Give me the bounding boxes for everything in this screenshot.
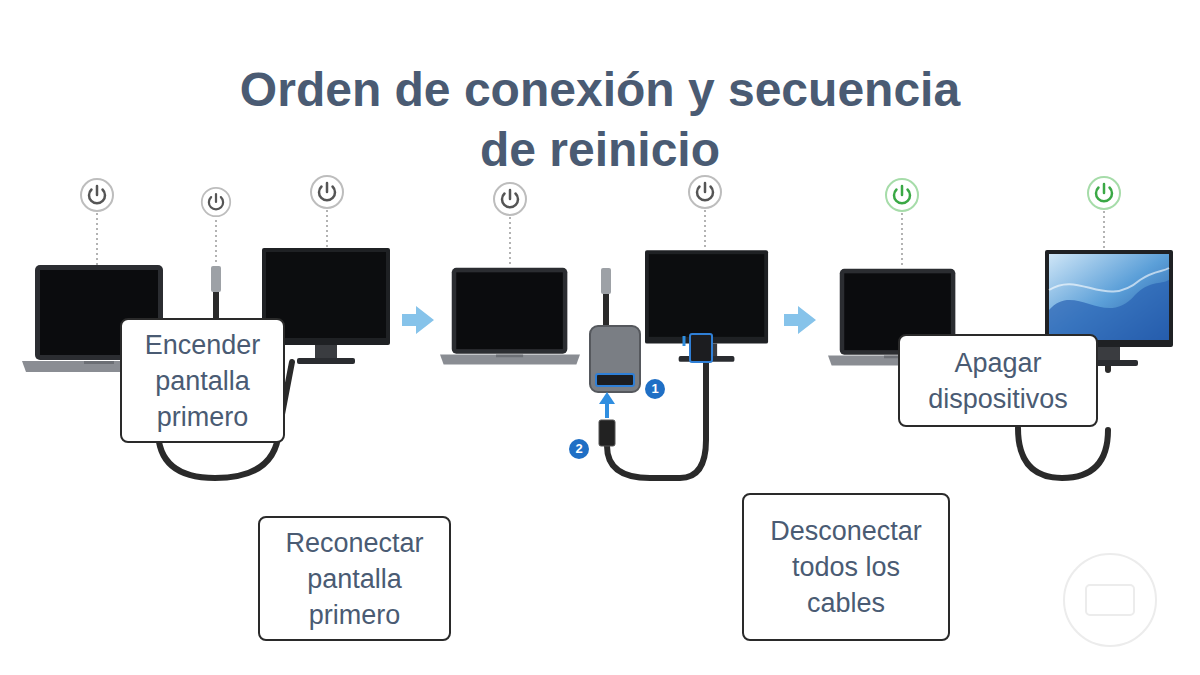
insert-arrow [605,402,609,418]
hdmi-plug [599,420,615,446]
leader-line [96,213,98,265]
watermark [1086,585,1134,615]
callout-number: 1 [645,379,665,399]
leader-line [326,210,328,248]
power-icon-on [886,179,918,211]
callout-text: Reconectar pantalla primero [268,525,441,633]
watermark [1064,554,1156,646]
diagram-title: Orden de conexión y secuencia de reinici… [225,60,975,180]
power-icon [494,183,526,215]
power-icon-on [1088,177,1120,209]
flow-arrow [402,306,434,334]
callout-text: Apagar dispositivos [908,345,1088,417]
callout-box: Desconectar todos los cables [742,493,950,641]
power-icon [311,176,343,208]
callout-text: Desconectar todos los cables [754,513,938,621]
callout-box: Apagar dispositivos [898,334,1098,427]
flow-arrow [784,306,816,334]
callout-number: 2 [569,439,589,459]
monitor-hdmi-port [690,334,712,362]
callout-box: Encender pantalla primero [120,318,285,443]
leader-line [215,220,217,264]
leader-line [509,217,511,265]
power-icon [202,188,230,216]
laptop [440,268,580,365]
hdmi-cable [1018,428,1108,478]
hdmi-port [596,374,634,386]
usb-c-plug [601,268,611,294]
power-icon [689,176,721,208]
monitor [645,250,768,362]
leader-line [901,213,903,265]
power-icon [81,179,113,211]
insert-arrowhead [599,392,615,404]
callout-text: Encender pantalla primero [130,327,275,435]
power-leaders [97,210,1104,265]
insert-arrow [683,336,686,346]
leader-line [1103,211,1105,250]
usb-hdmi-adapter [590,326,640,392]
leader-line [704,210,706,250]
callout-box: Reconectar pantalla primero [258,516,451,641]
usb-c-cable [603,292,609,328]
usb-c-plug [211,266,221,292]
